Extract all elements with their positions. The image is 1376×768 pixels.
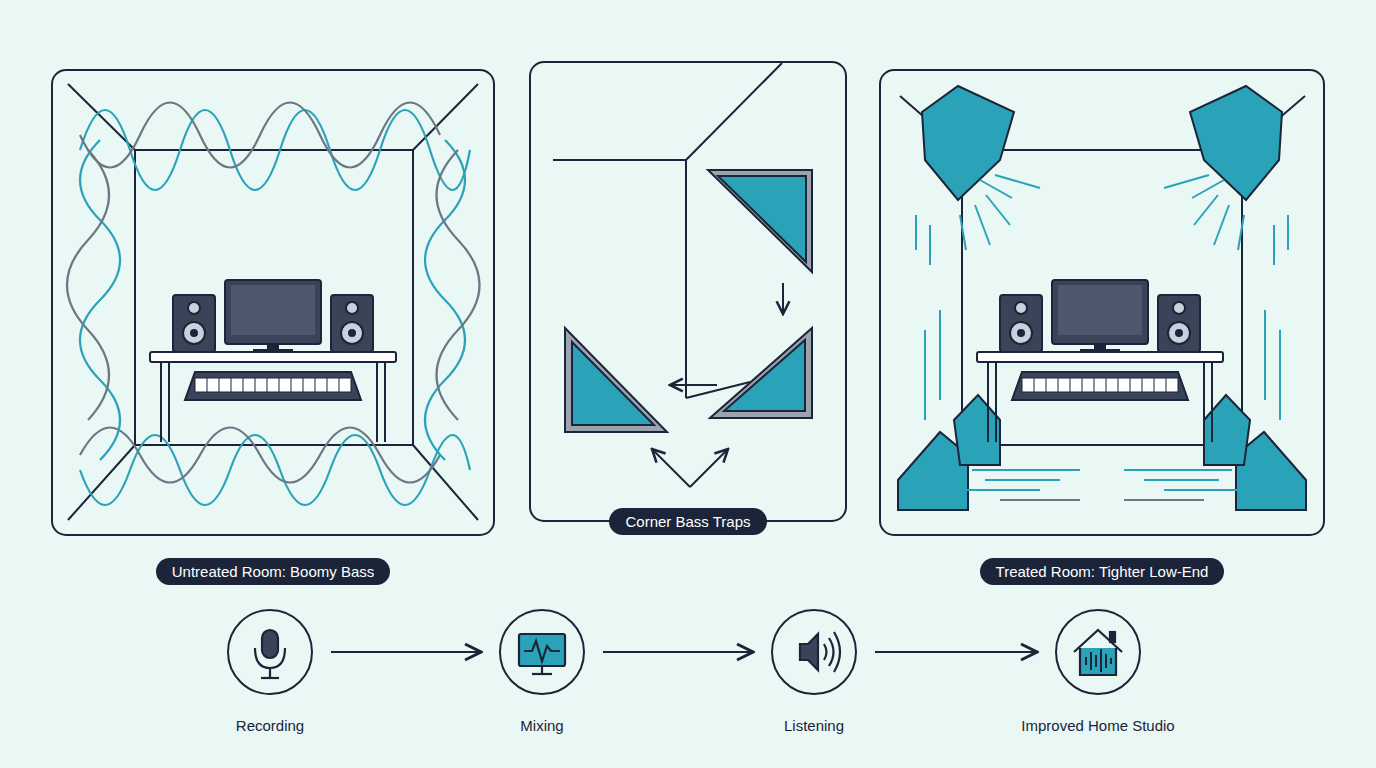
- caption-text: Corner Bass Traps: [625, 513, 750, 530]
- flow-arrow: [331, 651, 481, 653]
- stage-label: Mixing: [520, 717, 563, 735]
- caption-pill: Untreated Room: Boomy Bass: [156, 558, 391, 585]
- stage-label: Improved Home Studio: [1021, 717, 1174, 735]
- stage-circle: Listening: [771, 609, 857, 695]
- caption-pill: Treated Room: Tighter Low-End: [980, 558, 1225, 585]
- caption-text: Untreated Room: Boomy Bass: [172, 563, 375, 580]
- monitor-icon: [519, 634, 565, 674]
- flow-arrow: [603, 651, 753, 653]
- stage-circle: Recording: [227, 609, 313, 695]
- stage-circle: Mixing: [499, 609, 585, 695]
- bass-trap-detail: [530, 62, 846, 521]
- absorbed-rays: [916, 175, 1288, 490]
- treated-room: [880, 70, 1324, 535]
- stage-label: Listening: [784, 717, 844, 735]
- untreated-room: [52, 70, 494, 535]
- microphone-icon: [255, 630, 285, 678]
- caption-text: Treated Room: Tighter Low-End: [996, 563, 1209, 580]
- flow-arrow: [875, 651, 1037, 653]
- speaker-icon: [800, 632, 840, 672]
- home-studio-icon: [1074, 630, 1122, 675]
- sound-waves: [67, 103, 480, 506]
- caption-pill: Corner Bass Traps: [609, 508, 766, 535]
- stage-label: Recording: [236, 717, 304, 735]
- bass-traps: [898, 86, 1306, 510]
- stage-circle: Improved Home Studio: [1055, 609, 1141, 695]
